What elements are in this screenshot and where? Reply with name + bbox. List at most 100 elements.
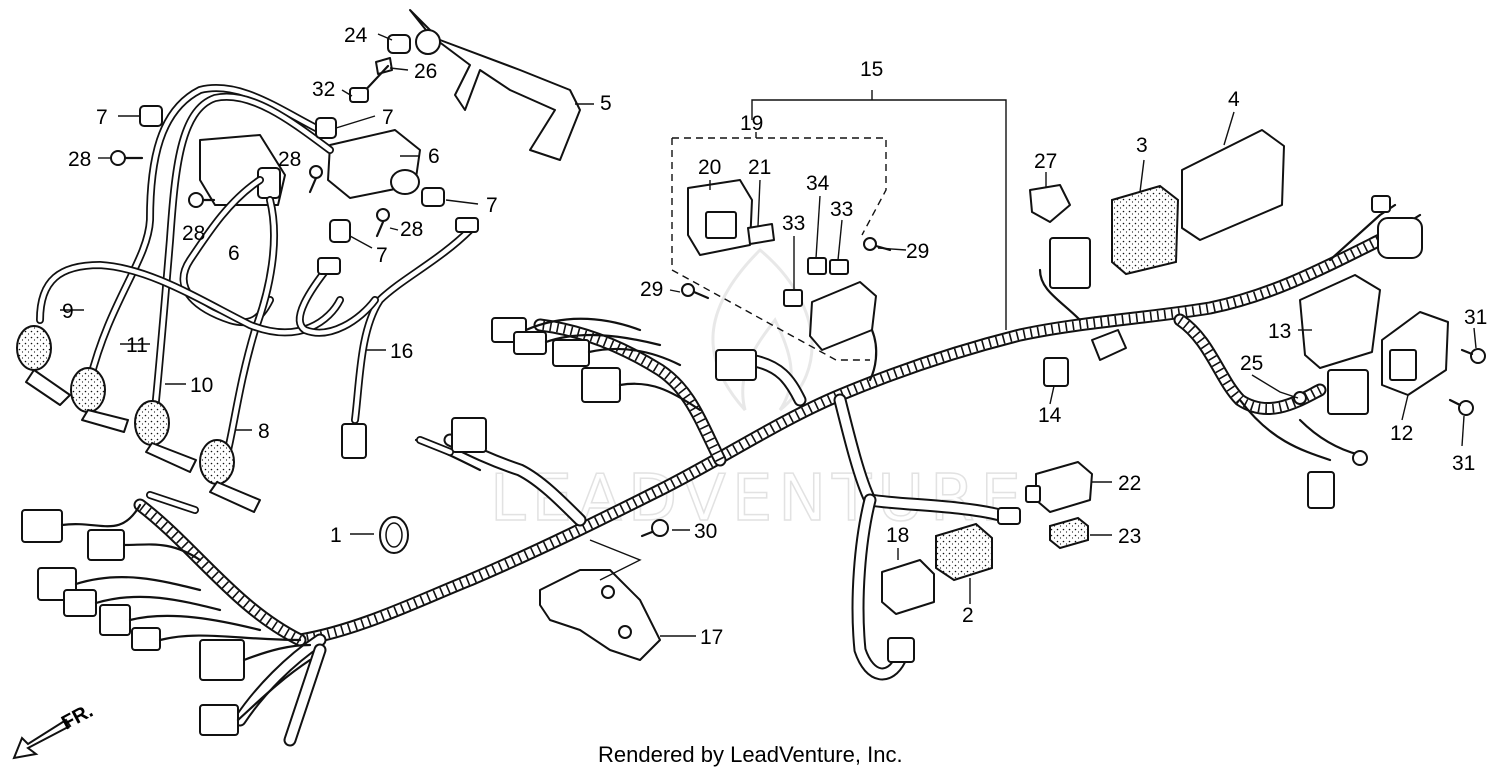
end-connector	[1307, 450, 1368, 509]
callout-24: 24	[344, 24, 368, 47]
bolt-30	[640, 519, 669, 538]
connector-bracket	[1049, 237, 1091, 289]
main-wire-harness	[133, 203, 1422, 747]
ignition-coil-lower	[199, 134, 286, 206]
callout-34: 34	[806, 172, 830, 195]
callout-11: 11	[126, 334, 148, 357]
bolt-31a	[1460, 348, 1486, 364]
callout-26: 26	[414, 60, 437, 83]
lower-middle-components	[379, 461, 1093, 663]
module-4	[1181, 129, 1285, 241]
relay-22	[1025, 461, 1093, 513]
callout-2: 2	[962, 604, 974, 627]
connector-14	[1043, 357, 1069, 387]
callout-20: 20	[698, 156, 721, 179]
callout-28-right: 28	[400, 218, 423, 241]
callout-7-top: 7	[382, 106, 394, 129]
screw-29a	[681, 283, 710, 300]
clamp	[1091, 329, 1127, 361]
callout-1: 1	[330, 524, 342, 547]
callout-8: 8	[258, 420, 270, 443]
callout-18: 18	[886, 524, 909, 547]
spark-plug-cap-10	[134, 400, 197, 473]
cap-nut-7b	[315, 117, 337, 139]
callout-30: 30	[694, 520, 717, 543]
callout-3: 3	[1136, 134, 1148, 157]
callout-23: 23	[1118, 525, 1141, 548]
callout-6-lower: 6	[228, 242, 240, 265]
connector-lower	[887, 507, 1021, 663]
callout-6-upper: 6	[428, 145, 440, 168]
fuse-34	[807, 257, 827, 275]
cap-nut-7d	[329, 219, 351, 243]
callout-12: 12	[1390, 422, 1413, 445]
module-3	[1111, 184, 1180, 276]
callout-28-lower: 28	[182, 222, 205, 245]
callout-21: 21	[748, 156, 771, 179]
cap-nut-7a	[139, 105, 163, 127]
callout-labels: 1 2 3 4 5 6 6 7 7 7 7 8 9 10 11 12 13 14…	[62, 24, 1487, 649]
connector-25	[1293, 369, 1369, 415]
callout-33-right: 33	[830, 198, 853, 221]
callout-29-left: 29	[640, 278, 663, 301]
right-side-components	[1029, 129, 1486, 509]
callout-9: 9	[62, 300, 74, 323]
callout-25: 25	[1240, 352, 1263, 375]
callout-32: 32	[312, 78, 335, 101]
bolt-28b	[188, 192, 216, 208]
callout-28-left: 28	[68, 148, 91, 171]
ignition-coil-upper	[327, 129, 421, 199]
front-connectors	[21, 491, 312, 736]
fuse-33a	[783, 289, 803, 307]
bolt-28a	[110, 150, 144, 166]
callout-15: 15	[860, 58, 883, 81]
connector-23	[1049, 516, 1089, 550]
relay-2	[935, 522, 993, 582]
relay-box-assembly	[681, 179, 892, 382]
bracket-5	[409, 9, 581, 161]
band-1	[379, 516, 409, 554]
callout-7-right: 7	[486, 194, 498, 217]
bolt-28d	[375, 208, 390, 238]
upper-connectors	[414, 317, 757, 472]
callout-33-left: 33	[782, 212, 805, 235]
callout-22: 22	[1118, 472, 1141, 495]
bolt-31b	[1448, 398, 1474, 416]
fuse-box-20	[687, 179, 753, 256]
callout-14: 14	[1038, 404, 1062, 427]
bracket-17	[539, 569, 661, 661]
plate-13	[1299, 274, 1381, 369]
bolt-26-nut-24-32	[349, 34, 411, 103]
sub-harness-16	[295, 217, 479, 459]
callout-7-left: 7	[96, 106, 108, 129]
arrow-down-left-icon	[12, 718, 72, 760]
starter-relay-right	[1371, 195, 1423, 259]
watermark: LEADVENTURE	[489, 247, 1027, 537]
leader-lines	[60, 33, 1477, 637]
front-direction-indicator: FR.	[12, 700, 97, 760]
spark-plug-cap-8	[199, 439, 261, 513]
callout-4: 4	[1228, 88, 1240, 111]
svg-text:LEADVENTURE: LEADVENTURE	[490, 462, 1027, 536]
fuse-21	[747, 223, 775, 245]
callout-29-right: 29	[906, 240, 929, 263]
callout-27: 27	[1034, 150, 1057, 173]
callout-28-coil: 28	[278, 148, 301, 171]
callout-31-bottom: 31	[1452, 452, 1475, 475]
callout-16: 16	[390, 340, 413, 363]
callout-17: 17	[700, 626, 723, 649]
regulator-12	[1381, 311, 1449, 396]
bolt-28c	[308, 165, 323, 194]
callout-5: 5	[600, 92, 612, 115]
fuse-33b	[829, 259, 849, 275]
cap-nut-7c	[421, 187, 445, 207]
callout-13: 13	[1268, 320, 1291, 343]
callout-10: 10	[190, 374, 213, 397]
leadventure-flame-logo	[711, 247, 814, 412]
callout-31-top: 31	[1464, 306, 1487, 329]
spark-plug-cap-9	[16, 325, 71, 406]
fuse-box-cover	[809, 281, 877, 351]
callout-19: 19	[740, 112, 763, 135]
bulb-socket-27	[1029, 184, 1071, 223]
